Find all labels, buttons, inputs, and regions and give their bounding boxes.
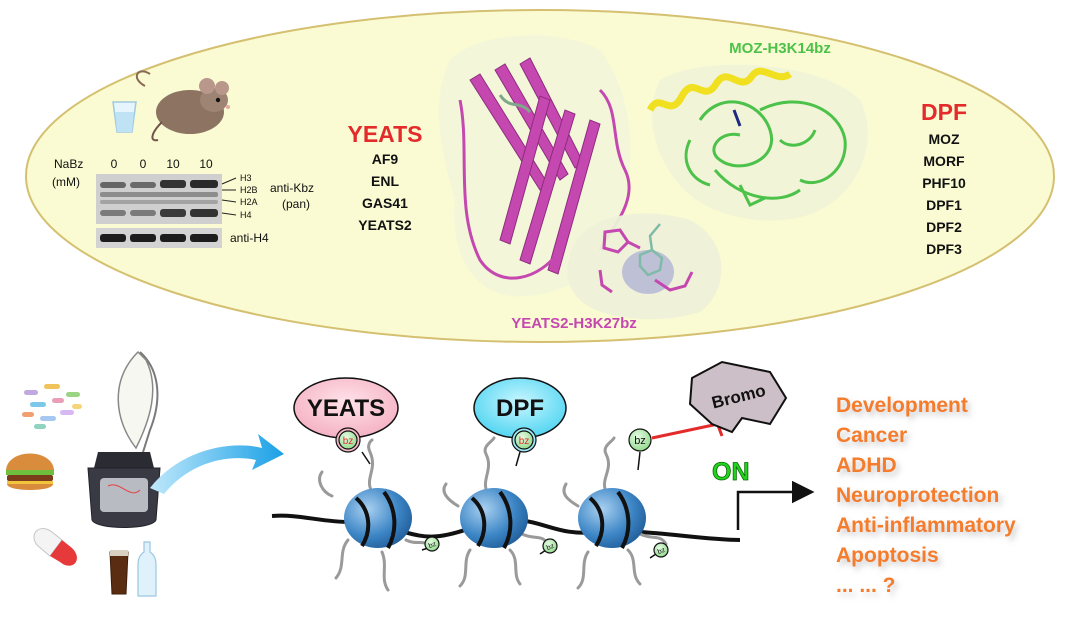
- source-to-chromatin-arrow: [150, 434, 284, 494]
- nabz-label: NaBz: [54, 157, 83, 171]
- yeats-bound-bz-label: bz: [343, 436, 354, 447]
- dpf-member-dpf1: DPF1: [926, 197, 962, 213]
- western-blot-h4: [96, 228, 222, 248]
- nucleosome-3: [578, 488, 646, 549]
- transcription-start-arrow: [736, 480, 815, 530]
- lane-dose-2: 0: [140, 157, 147, 171]
- moz-structure: [646, 64, 868, 221]
- bz-mark-lower-3: bz: [649, 542, 669, 559]
- outcome-cancer: Cancer: [836, 424, 907, 447]
- yeats2-structure: [438, 35, 631, 297]
- band-label-h4: H4: [240, 210, 252, 220]
- outcome-anti-inflammatory: Anti-inflammatory: [836, 514, 1016, 537]
- outcome-neuroprotection: Neuroprotection: [836, 484, 999, 507]
- western-blot-kbz: [96, 174, 222, 224]
- band-label-h2a: H2A: [240, 197, 258, 207]
- outcome-adhd: ADHD: [836, 454, 897, 477]
- gut-bacteria-icon: [22, 384, 82, 429]
- band-label-h3: H3: [240, 173, 252, 183]
- free-bz-label: bz: [634, 435, 646, 447]
- anti-kbz-pan-label: (pan): [282, 197, 310, 211]
- band-label-connectors: [221, 177, 237, 216]
- moz-structure-label: MOZ-H3K14bz: [729, 40, 831, 57]
- histone-tails: [318, 436, 668, 592]
- yeats2-structure-label: YEATS2-H3K27bz: [511, 315, 637, 332]
- dpf-bound-bz-label: bz: [519, 436, 530, 447]
- dpf-member-moz: MOZ: [928, 131, 960, 147]
- yeats-bound-bz-mark: [338, 430, 371, 465]
- mouse-icon: [135, 70, 230, 142]
- yeats-member-yeats2: YEATS2: [358, 217, 412, 233]
- lane-dose-1: 0: [111, 157, 118, 171]
- dpf-member-morf: MORF: [923, 153, 965, 169]
- yeats2-binding-closeup: [567, 213, 722, 320]
- bromo-inhibition-line: [651, 422, 719, 440]
- transcription-on-label: ON: [712, 458, 750, 486]
- ink-bottle-quill-icon: [87, 350, 161, 528]
- yeats-member-af9: AF9: [372, 151, 399, 167]
- nabz-unit-label: (mM): [52, 175, 80, 189]
- dpf-family-title: DPF: [921, 99, 967, 125]
- free-bz-mark: [628, 428, 652, 471]
- nucleosome-1: [344, 488, 412, 549]
- lane-dose-4: 10: [199, 157, 213, 171]
- burger-icon: [6, 453, 54, 490]
- bz-mark-lower-1: bz: [421, 536, 440, 552]
- outcome-unknown: ... ... ?: [836, 574, 896, 597]
- outcome-development: Development: [836, 394, 968, 417]
- dpf-bound-bz-mark: [514, 430, 534, 467]
- bz-mark-lower-2: bz: [539, 538, 558, 555]
- anti-h4-label: anti-H4: [230, 231, 269, 245]
- bromo-reader: [688, 360, 788, 434]
- yeats-family-title: YEATS: [348, 121, 423, 147]
- bz-mark-lower-3-label: bz: [657, 547, 667, 556]
- nucleosome-2: [460, 488, 528, 549]
- bz-mark-lower-1-label: bz: [428, 541, 438, 550]
- drinks-icon: [109, 541, 157, 597]
- outcome-apoptosis: Apoptosis: [836, 544, 939, 567]
- band-label-h2b: H2B: [240, 185, 258, 195]
- yeats-reader-label: YEATS: [307, 395, 385, 422]
- yeats-member-enl: ENL: [371, 173, 399, 189]
- dpf-member-dpf2: DPF2: [926, 219, 962, 235]
- water-glass-icon: [112, 101, 137, 133]
- dpf-member-dpf3: DPF3: [926, 241, 962, 257]
- lane-dose-3: 10: [166, 157, 180, 171]
- yeats-member-gas41: GAS41: [362, 195, 408, 211]
- anti-kbz-label: anti-Kbz: [270, 181, 314, 195]
- bz-mark-lower-2-label: bz: [546, 543, 556, 552]
- dpf-reader-label: DPF: [496, 395, 544, 422]
- pill-capsule-icon: [33, 528, 77, 566]
- outcomes-list: Development Cancer ADHD Neuroprotection …: [836, 394, 1016, 597]
- dpf-member-phf10: PHF10: [922, 175, 966, 191]
